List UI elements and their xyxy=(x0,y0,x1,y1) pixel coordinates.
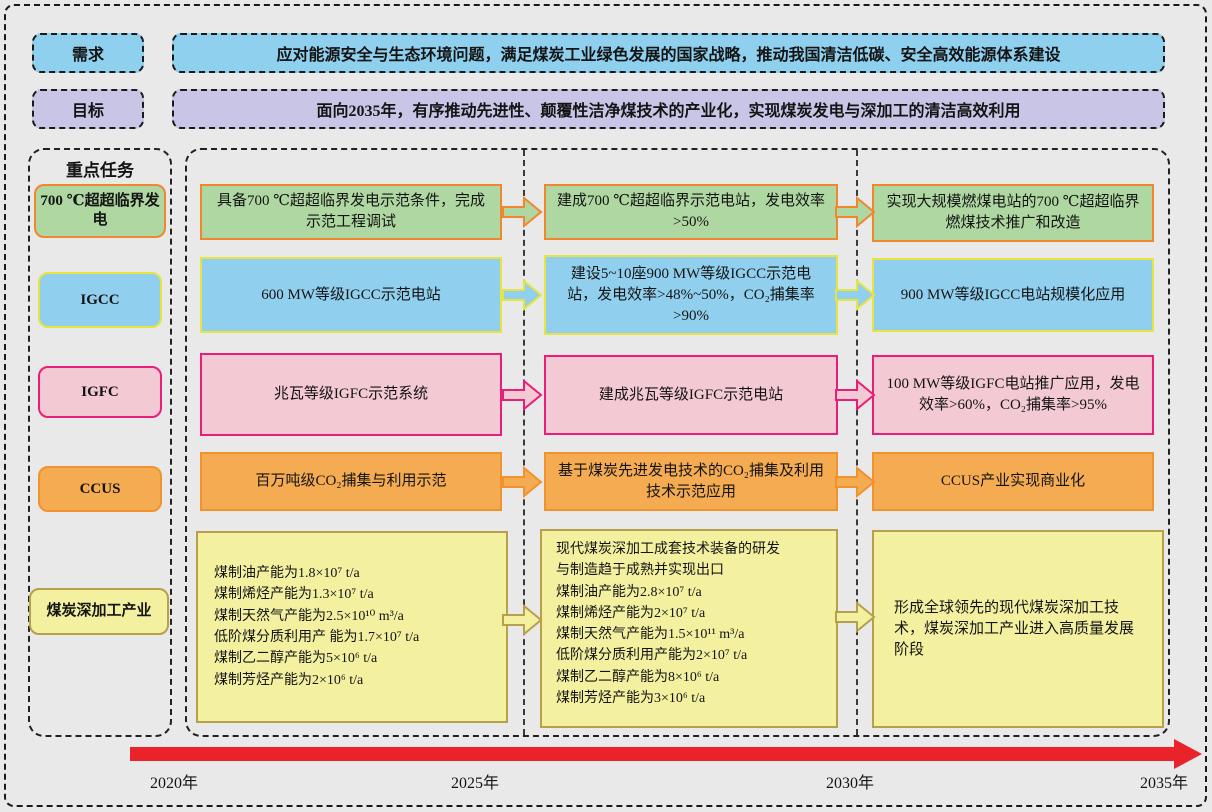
phase-box-igfc-2020: 兆瓦等级IGFC示范系统 xyxy=(200,353,502,436)
year-label-2025: 2025年 xyxy=(450,775,499,792)
flow-arrow-deep-2 xyxy=(835,600,877,634)
phase-box-ccus-2030: CCUS产业实现商业化 xyxy=(872,452,1154,511)
timeline-divider-2030 xyxy=(856,150,858,735)
flow-arrow-ccus-1 xyxy=(502,465,544,499)
phase-box-igcc-2030: 900 MW等级IGCC电站规模化应用 xyxy=(872,258,1154,332)
phase-box-igcc-2020: 600 MW等级IGCC示范电站 xyxy=(200,257,502,333)
demand-banner: 应对能源安全与生态环境问题，满足煤炭工业绿色发展的国家战略，推动我国清洁低碳、安… xyxy=(172,33,1165,73)
task-chip-deep-processing: 煤炭深加工产业 xyxy=(29,588,169,635)
key-tasks-title: 重点任务 xyxy=(66,161,134,180)
task-chip-ccus: CCUS xyxy=(38,466,162,512)
phase-box-ccus-2020: 百万吨级CO₂捕集与利用示范 xyxy=(200,452,502,511)
timeline-divider-2025 xyxy=(523,150,525,735)
task-chip-700c: 700 ℃超超临界发电 xyxy=(34,184,166,238)
task-chip-igfc: IGFC xyxy=(38,366,162,418)
year-label-2030: 2030年 xyxy=(825,775,874,792)
phase-box-700c-2030: 实现大规模燃煤电站的700 ℃超超临界燃煤技术推广和改造 xyxy=(872,184,1154,242)
phase-box-igfc-2030: 100 MW等级IGFC电站推广应用，发电效率>60%，CO₂捕集率>95% xyxy=(872,355,1154,435)
phase-box-igcc-2025: 建设5~10座900 MW等级IGCC示范电站，发电效率>48%~50%，CO₂… xyxy=(544,255,838,335)
demand-chip: 需求 xyxy=(32,33,144,73)
phase-box-igfc-2025: 建成兆瓦等级IGFC示范电站 xyxy=(544,355,838,435)
time-axis-arrowhead-icon xyxy=(1174,739,1202,769)
year-label-2020: 2020年 xyxy=(149,775,198,792)
year-label-2035: 2035年 xyxy=(1139,775,1188,792)
flow-arrow-igcc-1 xyxy=(502,278,544,312)
key-tasks-panel xyxy=(28,148,172,737)
goal-banner: 面向2035年，有序推动先进性、颠覆性洁净煤技术的产业化，实现煤炭发电与深加工的… xyxy=(172,89,1165,129)
phase-box-deep-2025: 现代煤炭深加工成套技术装备的研发 与制造趋于成熟并实现出口 煤制油产能为2.8×… xyxy=(540,529,838,728)
flow-arrow-igfc-2 xyxy=(835,378,877,412)
phase-box-deep-2020: 煤制油产能为1.8×10⁷ t/a 煤制烯烃产能为1.3×10⁷ t/a 煤制天… xyxy=(196,531,508,723)
goal-chip: 目标 xyxy=(32,89,144,129)
flow-arrow-igfc-1 xyxy=(502,378,544,412)
task-chip-igcc: IGCC xyxy=(38,272,162,328)
flow-arrow-deep-1 xyxy=(502,603,544,637)
flow-arrow-700c-2 xyxy=(835,195,877,229)
phase-box-700c-2020: 具备700 ℃超超临界发电示范条件，完成示范工程调试 xyxy=(200,184,502,240)
flow-arrow-700c-1 xyxy=(502,195,544,229)
flow-arrow-ccus-2 xyxy=(835,465,877,499)
timeline-panel xyxy=(185,148,1170,737)
phase-box-deep-2030: 形成全球领先的现代煤炭深加工技术，煤炭深加工产业进入高质量发展阶段 xyxy=(872,530,1164,728)
time-axis-arrow xyxy=(130,747,1176,761)
phase-box-700c-2025: 建成700 ℃超超临界示范电站，发电效率>50% xyxy=(544,184,838,240)
phase-box-ccus-2025: 基于煤炭先进发电技术的CO₂捕集及利用技术示范应用 xyxy=(544,452,838,511)
flow-arrow-igcc-2 xyxy=(835,278,877,312)
